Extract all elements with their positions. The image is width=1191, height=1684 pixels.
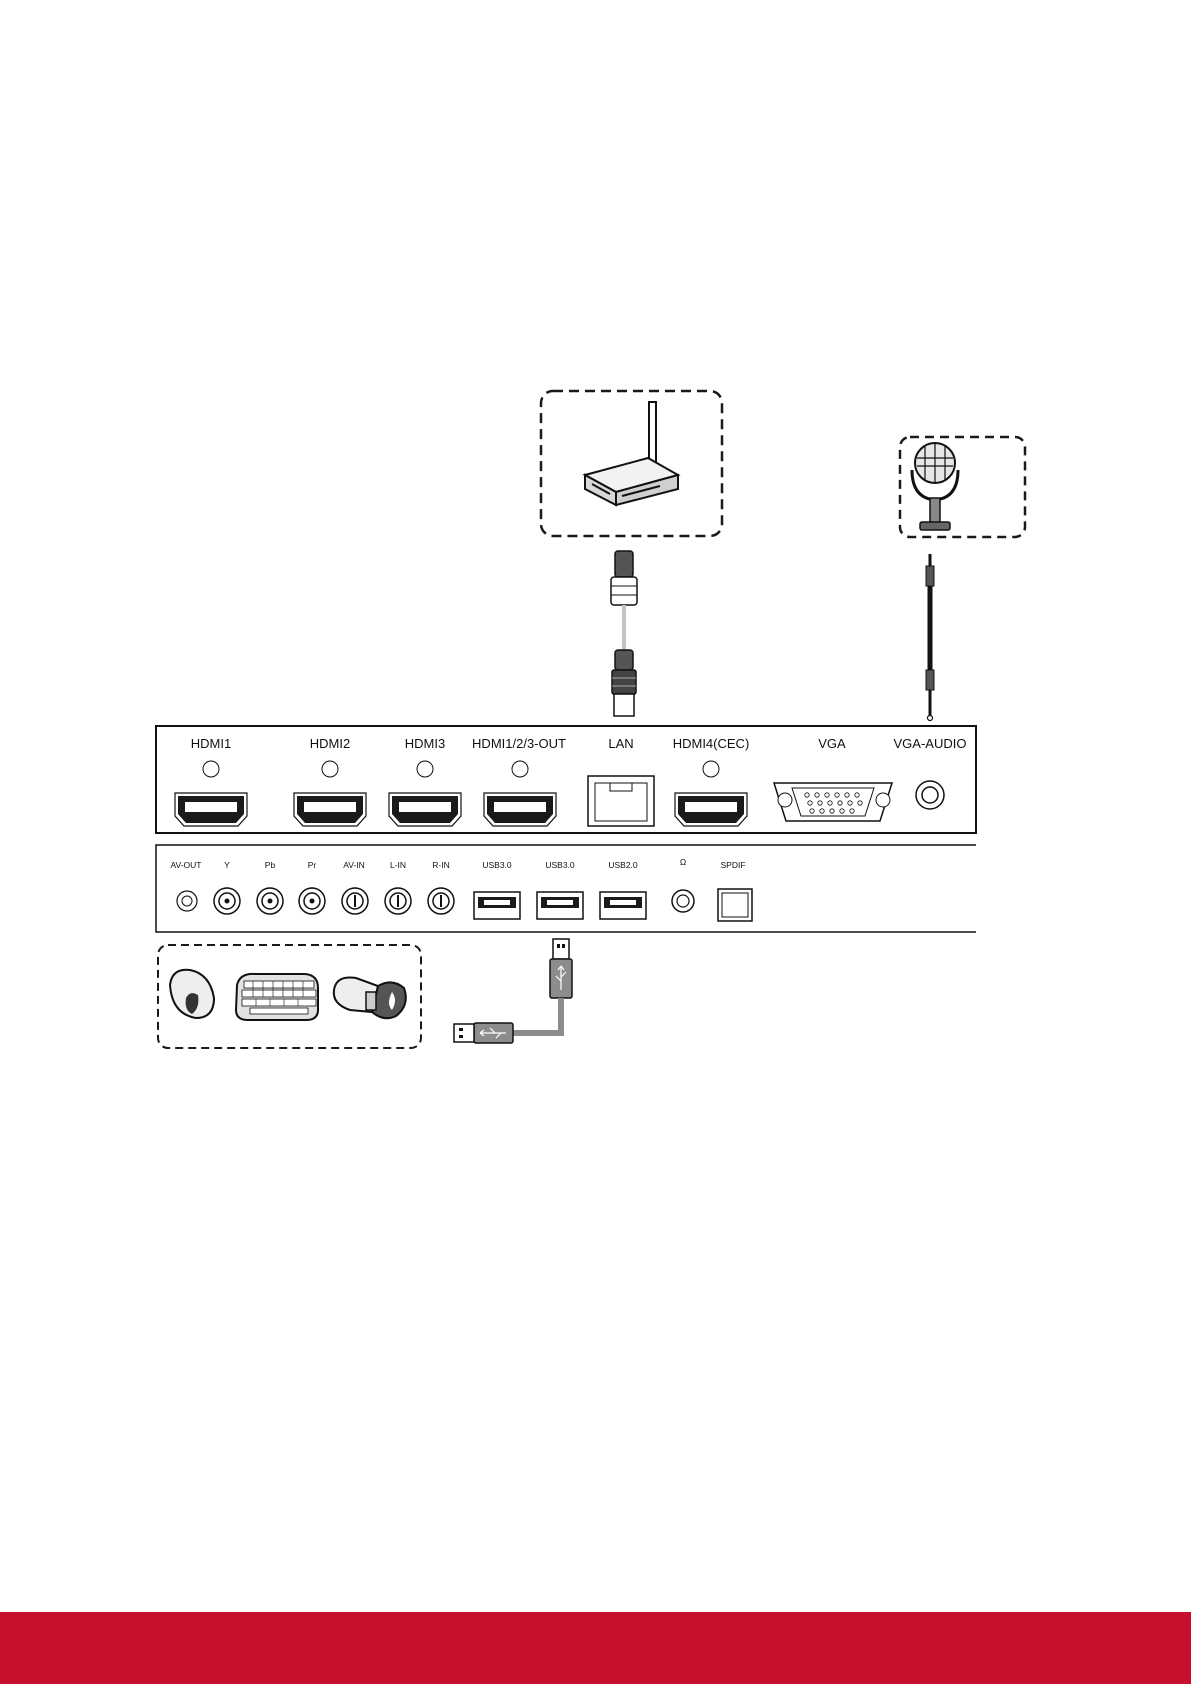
- hdmi4-indicator: [703, 761, 719, 777]
- hdmi4-port: [675, 793, 747, 826]
- r-in-jack: [428, 888, 454, 914]
- av-in-jack: [342, 888, 368, 914]
- port-label-hdmi-out: HDMI1/2/3-OUT: [472, 736, 566, 751]
- vga-port: [774, 783, 892, 821]
- hdmi2-indicator: [322, 761, 338, 777]
- port-label-lan: LAN: [608, 736, 633, 751]
- port-label-vga-audio: VGA-AUDIO: [894, 736, 967, 751]
- mouse-icon: [170, 970, 214, 1018]
- lan-cable-icon: [611, 551, 637, 716]
- port-label-pr: Pr: [308, 860, 317, 870]
- panel-top: HDMI1 HDMI2 HDMI3 HDMI1/2/3-OUT LAN HDMI…: [156, 726, 976, 833]
- earphone-jack: [672, 890, 694, 912]
- hdmi-out-port: [484, 793, 556, 826]
- av-out-jack: [177, 891, 197, 911]
- footer-band: [0, 1612, 1191, 1684]
- usb-cable-icon: [454, 939, 572, 1043]
- usb-drive-icon: [334, 978, 406, 1019]
- port-label-spdif: SPDIF: [720, 860, 745, 870]
- l-in-jack: [385, 888, 411, 914]
- lan-port: [588, 776, 654, 826]
- port-label-hdmi3: HDMI3: [405, 736, 445, 751]
- panel-bottom: AV-OUT Y Pb Pr AV-IN L-IN R-IN USB3.0 US…: [156, 845, 976, 932]
- port-label-av-in: AV-IN: [343, 860, 365, 870]
- microphone-icon: [912, 443, 958, 530]
- router-group: [541, 391, 722, 536]
- usb3-port-a: [474, 892, 520, 919]
- port-label-usb3-a: USB3.0: [482, 860, 512, 870]
- port-label-r-in: R-IN: [432, 860, 449, 870]
- hdmi3-indicator: [417, 761, 433, 777]
- keyboard-icon: [236, 974, 318, 1020]
- port-label-av-out: AV-OUT: [170, 860, 201, 870]
- y-jack: [214, 888, 240, 914]
- hdmi3-port: [389, 793, 461, 826]
- microphone-group: [900, 437, 1025, 537]
- hdmi1-indicator: [203, 761, 219, 777]
- usb2-port: [600, 892, 646, 919]
- port-label-y: Y: [224, 860, 230, 870]
- port-label-usb2: USB2.0: [608, 860, 638, 870]
- pb-jack: [257, 888, 283, 914]
- spdif-port: [718, 889, 752, 921]
- vga-audio-jack: [916, 781, 944, 809]
- pr-jack: [299, 888, 325, 914]
- port-label-pb: Pb: [265, 860, 276, 870]
- audio-cable-icon: [926, 554, 934, 721]
- headphone-icon: Ω: [680, 857, 686, 867]
- port-label-hdmi4: HDMI4(CEC): [673, 736, 750, 751]
- router-icon: [585, 402, 678, 505]
- hdmi1-port: [175, 793, 247, 826]
- hdmi2-port: [294, 793, 366, 826]
- port-label-hdmi2: HDMI2: [310, 736, 350, 751]
- port-label-vga: VGA: [818, 736, 846, 751]
- usb-devices-group: [158, 945, 421, 1048]
- hdmi-out-indicator: [512, 761, 528, 777]
- port-label-usb3-b: USB3.0: [545, 860, 575, 870]
- usb3-port-b: [537, 892, 583, 919]
- port-label-hdmi1: HDMI1: [191, 736, 231, 751]
- port-label-l-in: L-IN: [390, 860, 406, 870]
